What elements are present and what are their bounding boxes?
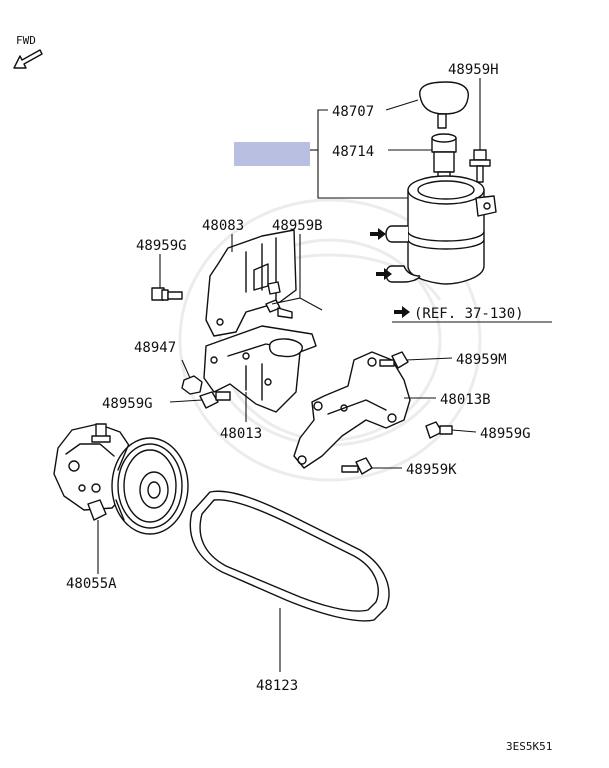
- label-48959B[interactable]: 48959B: [272, 218, 323, 234]
- ref-arrow-icon: [394, 306, 410, 318]
- bolt-48959G-mid-icon: [199, 391, 231, 409]
- label-48959G-right[interactable]: 48959G: [480, 426, 531, 442]
- reservoir-cap: [419, 81, 469, 115]
- bolt-48959G-right-icon: [425, 421, 453, 439]
- nut-48947-icon: [181, 375, 203, 395]
- fwd-direction-marker: FWD: [13, 34, 43, 69]
- bolt-48959H-icon: [469, 149, 491, 183]
- ref-label: (REF. 37-130): [414, 306, 524, 322]
- reservoir-assembly: [370, 81, 497, 285]
- diagram-code: 3ES5K51: [506, 740, 552, 753]
- label-48083[interactable]: 48083: [202, 218, 244, 234]
- label-48959K[interactable]: 48959K: [406, 462, 457, 478]
- reference-note[interactable]: (REF. 37-130): [394, 306, 524, 322]
- bracket-48013B: [293, 351, 411, 469]
- label-48947[interactable]: 48947: [134, 340, 176, 356]
- label-48959G-mid[interactable]: 48959G: [102, 396, 153, 412]
- label-48959G-top[interactable]: 48959G: [136, 238, 187, 254]
- fwd-arrow-icon: [13, 49, 43, 69]
- label-48123[interactable]: 48123: [256, 678, 298, 694]
- bolt-48959K-icon: [341, 457, 373, 475]
- label-48013B[interactable]: 48013B: [440, 392, 491, 408]
- bolt-48959M-icon: [379, 351, 409, 369]
- highlighted-part-box[interactable]: [234, 142, 310, 166]
- cover-plate-48083: [205, 229, 297, 337]
- label-48707[interactable]: 48707: [332, 104, 374, 120]
- reservoir-tank: [385, 175, 497, 285]
- cap-stem: [437, 113, 447, 129]
- label-48959H[interactable]: 48959H: [448, 62, 499, 78]
- label-48055A[interactable]: 48055A: [66, 576, 117, 592]
- power-steering-pump: [53, 423, 189, 535]
- drive-belt-48123: [189, 490, 390, 622]
- flow-arrow-lower-icon: [376, 268, 392, 280]
- bolt-48959G-top-icon: [151, 287, 183, 301]
- label-48013[interactable]: 48013: [220, 426, 262, 442]
- label-48959M[interactable]: 48959M: [456, 352, 507, 368]
- label-48714[interactable]: 48714: [332, 144, 374, 160]
- leader-lines: [97, 78, 552, 672]
- fwd-label: FWD: [16, 34, 36, 47]
- flow-arrow-upper-icon: [370, 228, 386, 240]
- bracket-48013: [203, 325, 317, 413]
